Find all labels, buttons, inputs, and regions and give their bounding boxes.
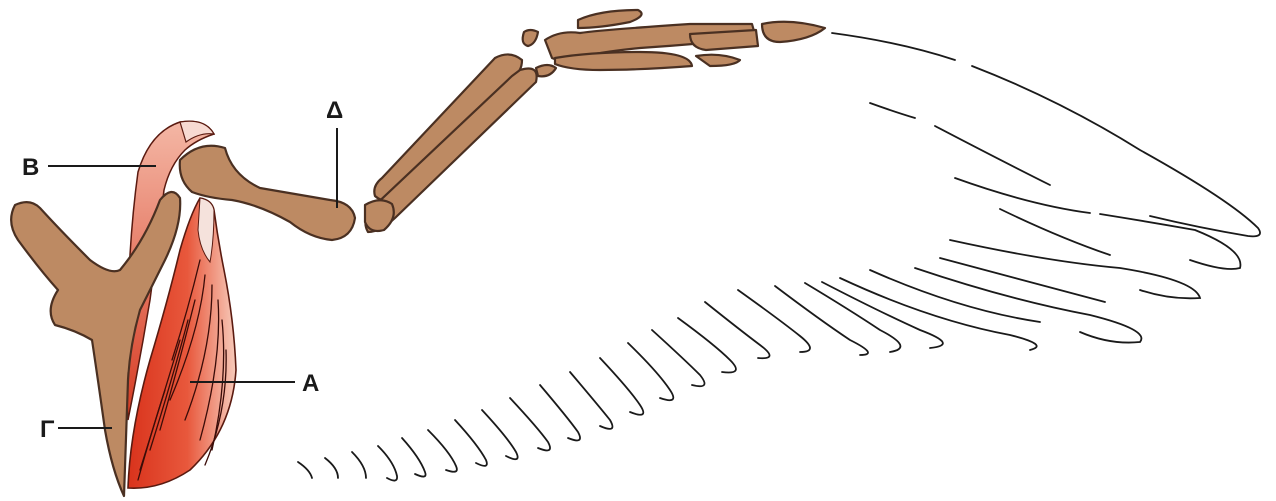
- hand-bones: [523, 10, 825, 76]
- label-b: Β: [22, 154, 39, 181]
- label-d: Δ: [326, 97, 343, 124]
- label-g: Γ: [40, 416, 55, 443]
- secondary-feathers: [298, 290, 810, 481]
- primary-feathers: [775, 33, 1260, 355]
- label-a: Α: [302, 370, 319, 397]
- forearm-bones: [365, 54, 537, 232]
